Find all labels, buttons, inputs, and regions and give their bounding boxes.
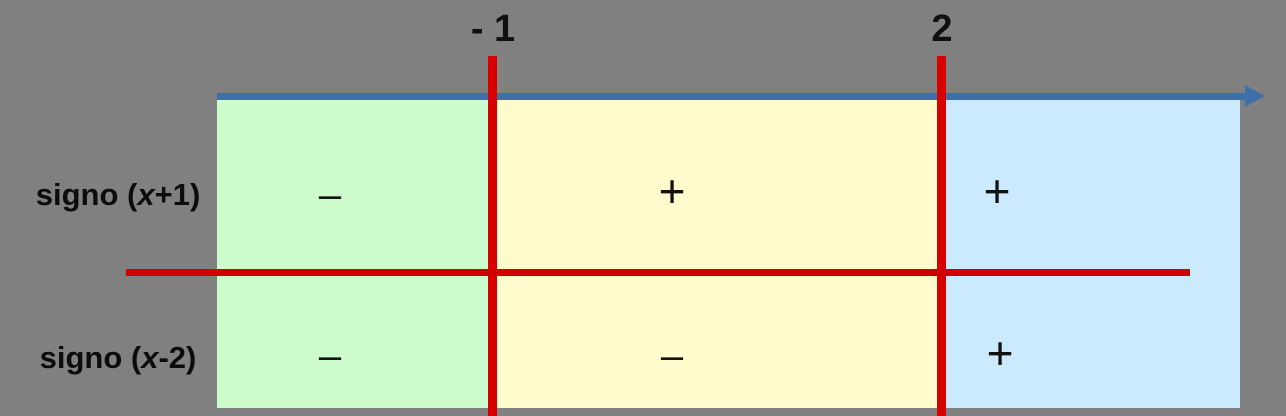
number-line-axis-with-arrow-icon: [217, 85, 1265, 107]
row-label-prefix: signo (: [35, 177, 138, 212]
root-divider-minus-one: [488, 56, 497, 416]
tick-label-minus-one: - 1: [470, 8, 516, 50]
row-label-suffix: +1): [154, 177, 201, 212]
interval-region-left: [217, 99, 492, 408]
sign-cell-row1-col2: +: [658, 165, 686, 217]
row-label-variable: x: [141, 340, 159, 375]
sign-cell-row2-col2: –: [660, 334, 684, 378]
row-label-prefix: signo (: [39, 340, 142, 375]
interval-region-right: [941, 99, 1240, 408]
sign-cell-row1-col1: –: [318, 173, 342, 217]
row-label-signo-x-minus-2: signo (x-2): [18, 340, 218, 376]
tick-label-two: 2: [931, 8, 953, 50]
root-divider-two: [937, 56, 946, 416]
sign-cell-row1-col3: +: [983, 165, 1011, 217]
sign-cell-row2-col1: –: [318, 334, 342, 378]
row-label-variable: x: [137, 177, 155, 212]
row-label-signo-x-plus-1: signo (x+1): [18, 177, 218, 213]
interval-region-middle: [492, 99, 941, 408]
row-label-suffix: -2): [158, 340, 197, 375]
row-divider: [126, 269, 1190, 276]
sign-cell-row2-col3: +: [986, 327, 1014, 379]
